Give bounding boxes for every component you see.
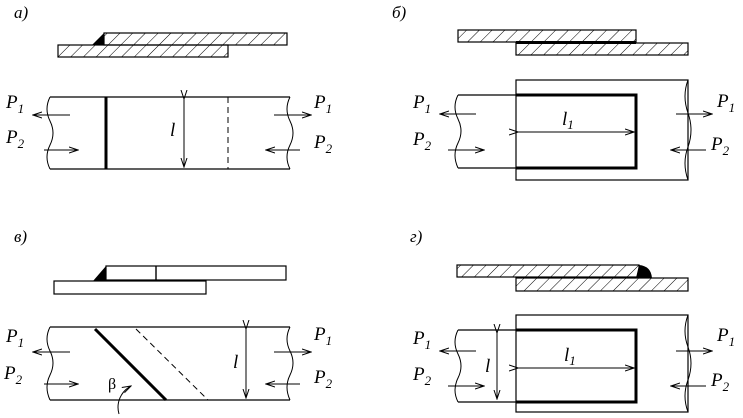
panel-b-plan: l1 P1 P2 P1 P2 <box>412 79 735 181</box>
panel-g-label: г) <box>410 227 423 246</box>
force-p1-right: P1 <box>716 91 735 115</box>
force-p2-left: P2 <box>412 364 432 388</box>
fillet-weld-mark <box>92 33 104 45</box>
force-p1-left: P1 <box>412 328 431 352</box>
dim-label: l <box>170 120 175 141</box>
panel-g-plan: l1 l P1 P2 P1 P2 <box>412 314 735 413</box>
force-p2-right: P2 <box>313 132 333 156</box>
force-p2-left: P2 <box>5 127 25 151</box>
panel-v-plan: l β P1 P2 P1 P2 <box>3 324 333 415</box>
force-p2-right: P2 <box>710 370 730 394</box>
angle-arc <box>117 386 131 415</box>
dim-label: l1 <box>564 345 576 368</box>
angle-label: β <box>108 376 116 393</box>
oblique-weld-seam <box>93 327 168 402</box>
panel-v-label: в) <box>14 227 27 246</box>
panel-a-section <box>57 32 288 58</box>
panel-a: a) l P1 P2 P1 P2 <box>5 3 333 170</box>
dim-label: l1 <box>562 109 574 132</box>
panel-g: г) l1 l P1 P2 P1 P2 <box>410 227 735 413</box>
dim-label: l <box>233 352 238 373</box>
force-p2-right: P2 <box>313 367 333 391</box>
panel-g-section <box>456 264 689 292</box>
panel-b-section <box>457 29 689 56</box>
force-p1-left: P1 <box>5 92 24 116</box>
weld-seam-outline <box>516 93 638 170</box>
fillet-weld-mark <box>93 266 106 281</box>
panel-v-section <box>53 265 287 295</box>
panel-b: б) l1 P1 P2 P1 P2 <box>392 3 735 181</box>
force-p1-right: P1 <box>313 324 332 348</box>
force-p1-right: P1 <box>716 325 735 349</box>
panel-a-label: a) <box>14 3 29 22</box>
panel-v: в) l β P1 P2 P1 P2 <box>3 227 333 415</box>
force-p2-right: P2 <box>710 134 730 158</box>
force-p1-left: P1 <box>5 326 24 350</box>
force-p1-left: P1 <box>412 92 431 116</box>
force-p1-right: P1 <box>313 92 332 116</box>
force-p2-left: P2 <box>412 129 432 153</box>
panel-a-plan: l P1 P2 P1 P2 <box>5 92 333 170</box>
force-p2-left: P2 <box>3 363 23 387</box>
weld-seam-outline <box>516 328 638 404</box>
panel-b-label: б) <box>392 3 407 22</box>
dim-label-2: l <box>485 356 490 377</box>
fillet-weld-mark <box>636 265 652 278</box>
